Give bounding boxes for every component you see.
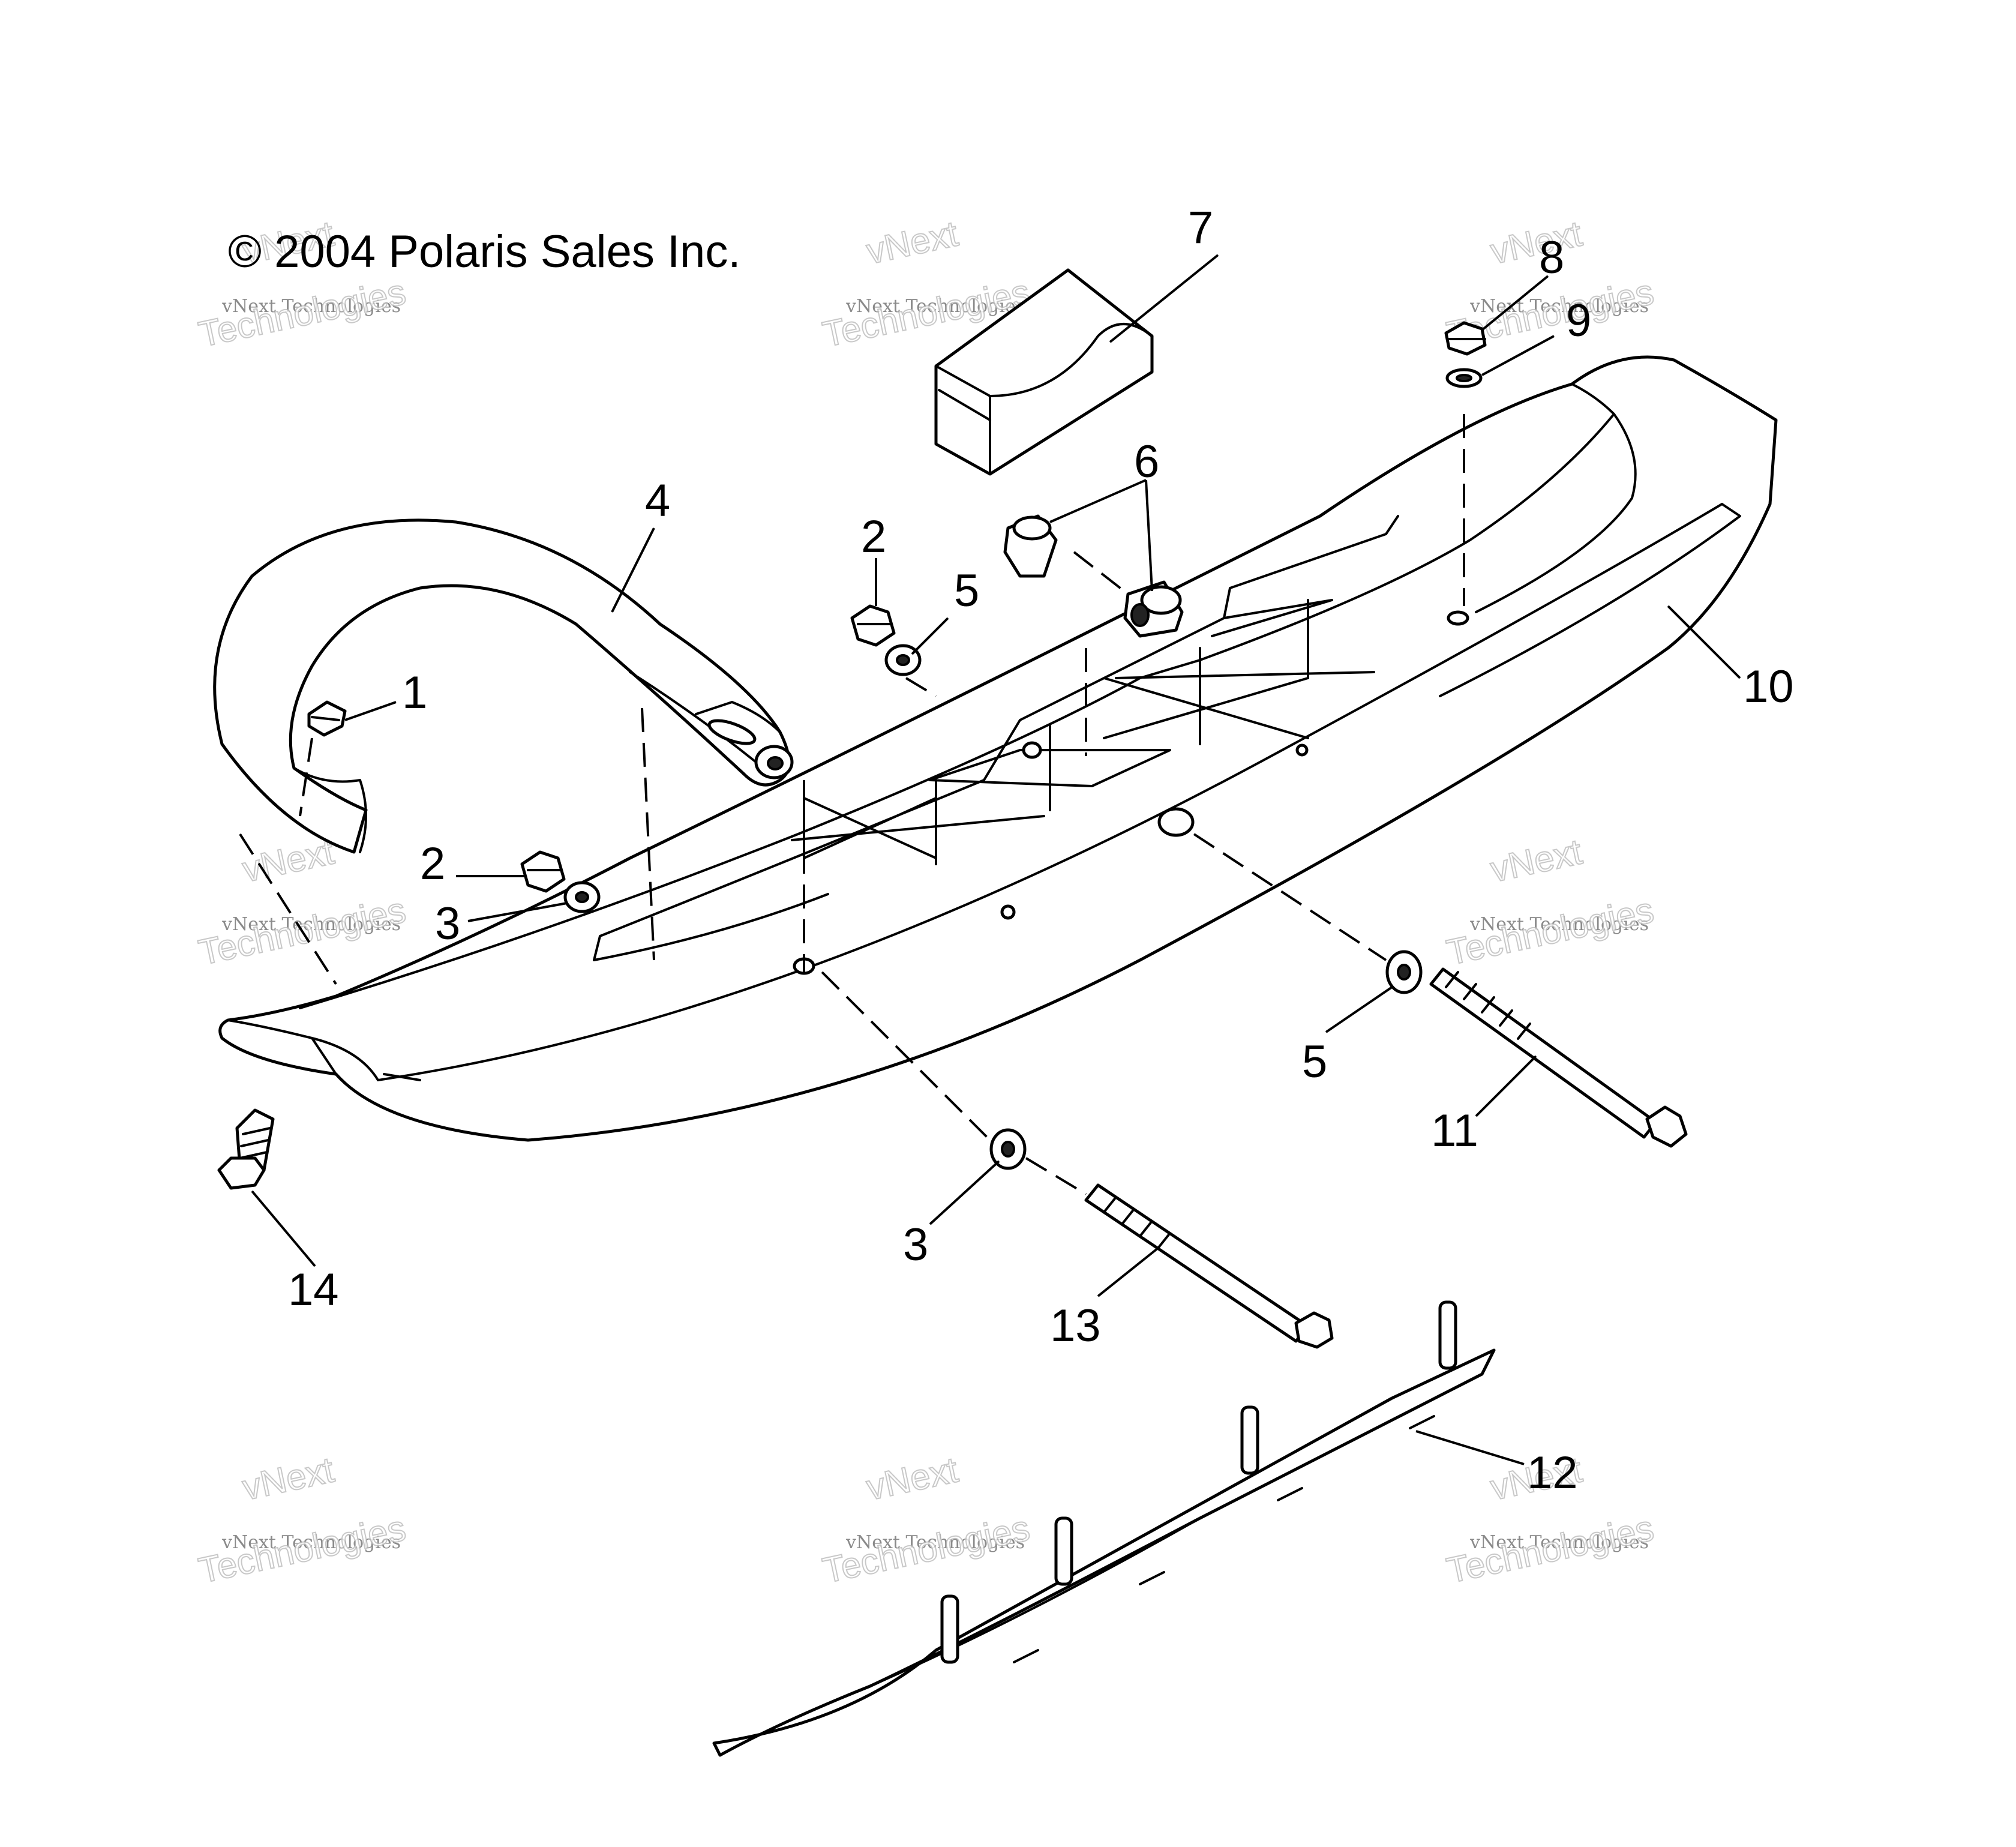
assembly-lines [239,414,1465,1195]
watermark-7: vNext vNext Technologies Technologies [194,1449,410,1591]
svg-text:vNext Technologies: vNext Technologies [845,1532,1025,1553]
callout-10: 10 [1743,661,1794,712]
part-6-bushing-a [1003,514,1058,578]
svg-text:Technologies: Technologies [195,1508,409,1591]
svg-text:vNext: vNext [863,1449,961,1507]
svg-text:Technologies: Technologies [1443,1508,1657,1591]
part-4-handle [213,518,794,854]
part-12-wear-bar [712,1300,1496,1757]
callout-6: 6 [1134,436,1159,487]
svg-text:vNext Technologies: vNext Technologies [1469,1532,1649,1553]
watermark-8: vNext vNext Technologies Technologies [818,1449,1034,1591]
callout-5-upper: 5 [954,565,979,616]
callout-9: 9 [1566,295,1591,346]
part-5-washer-upper [884,644,922,676]
svg-text:vNext: vNext [1487,213,1585,271]
svg-text:vNext Technologies: vNext Technologies [221,1532,401,1553]
callout-3-left: 3 [435,898,460,949]
watermark-4: vNext vNext Technologies Technologies [194,830,410,973]
part-5-washer-right [1385,950,1423,994]
leader-lines [251,254,1741,1465]
svg-text:vNext Technologies: vNext Technologies [1469,296,1649,317]
part-2-nut-lower [520,850,566,893]
part-10-ski-body [218,355,1778,1142]
callout-8: 8 [1539,232,1564,283]
callout-1: 1 [402,667,427,718]
part-8-nut [1444,321,1487,356]
part-2-nut-upper [850,604,896,647]
callout-4: 4 [645,475,670,526]
callout-14: 14 [288,1264,339,1315]
copyright-notice: © 2004 Polaris Sales Inc. [228,226,740,277]
svg-text:vNext Technologies: vNext Technologies [221,296,401,317]
callout-2-upper: 2 [861,511,886,562]
part-1-clip [307,700,347,737]
callouts: 1 2 5 2 3 4 6 7 8 9 10 11 12 13 5 3 14 [288,202,1794,1498]
part-11-bolt [1429,967,1688,1148]
part-9-washer [1445,368,1483,388]
callout-5-lower: 5 [1302,1036,1327,1087]
svg-text:vNext Technologies: vNext Technologies [845,296,1025,317]
callout-12: 12 [1527,1447,1578,1498]
part-3-washer-left [563,881,601,913]
part-3-washer-bottom [989,1128,1027,1170]
callout-7: 7 [1188,202,1213,253]
part-7-pad [934,268,1154,476]
svg-text:vNext: vNext [863,213,961,271]
svg-text:vNext Technologies: vNext Technologies [1469,914,1649,935]
callout-11: 11 [1431,1105,1478,1156]
part-14-stud [217,1108,275,1190]
callout-2-lower: 2 [420,838,445,889]
part-6-bushing-b [1123,580,1184,638]
svg-text:vNext Technologies: vNext Technologies [221,914,401,935]
watermark-6: vNext vNext Technologies Technologies [1442,830,1658,973]
part-13-bolt [1084,1183,1334,1349]
svg-text:vNext: vNext [1487,831,1585,889]
callout-3-bottom: 3 [903,1219,928,1270]
svg-text:vNext: vNext [239,1449,337,1507]
svg-text:Technologies: Technologies [819,1508,1033,1591]
svg-text:Technologies: Technologies [1443,890,1657,973]
svg-text:Technologies: Technologies [195,272,409,355]
callout-13: 13 [1050,1300,1101,1351]
